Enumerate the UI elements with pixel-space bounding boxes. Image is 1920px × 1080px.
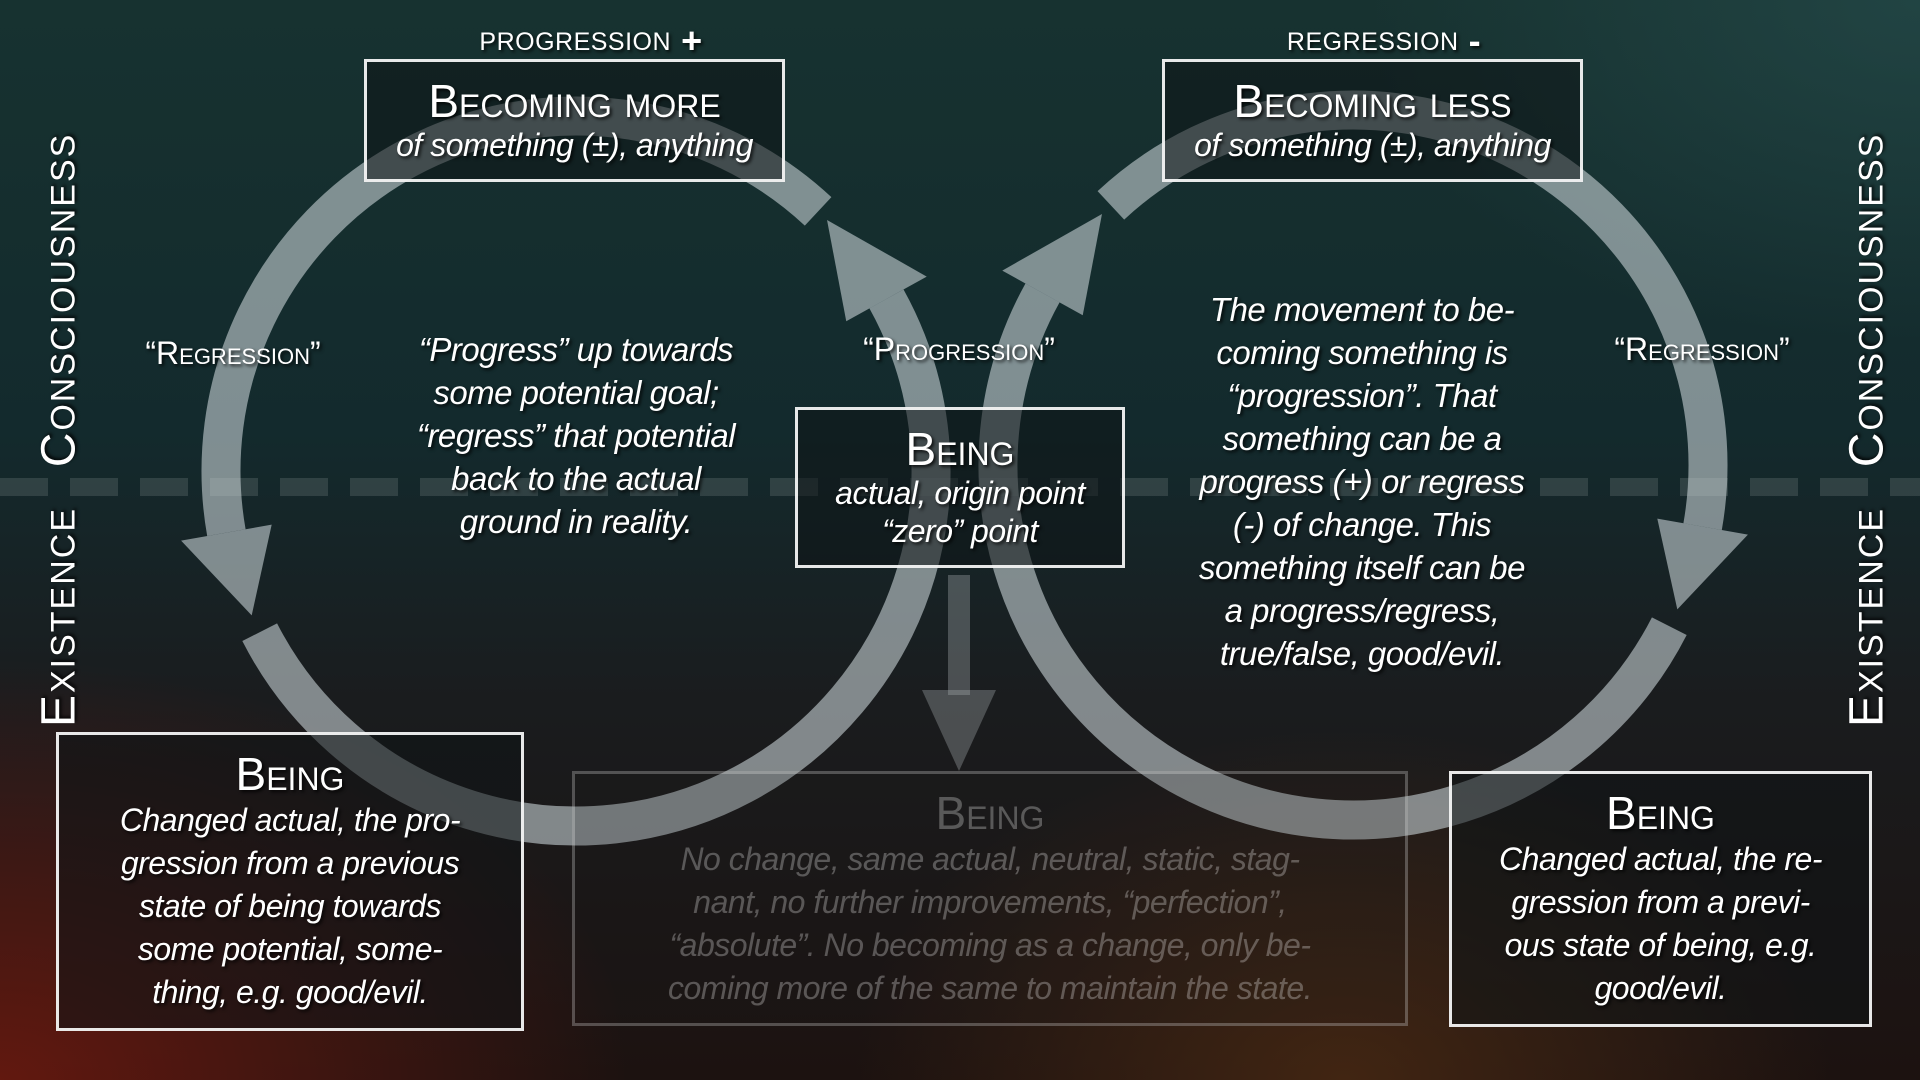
- being-origin-line2: “zero” point: [882, 513, 1038, 549]
- minus-sign: -: [1468, 20, 1482, 61]
- becoming-less-subtitle: of something (±), anything: [1194, 127, 1551, 163]
- being-regression-text: Changed actual, the re- gression from a …: [1499, 841, 1822, 1006]
- left-consciousness-label: Consciousness: [32, 132, 86, 468]
- being-static-box: Being No change, same actual, neutral, s…: [572, 771, 1408, 1026]
- right-regression-label: “Regression”: [1614, 331, 1790, 367]
- left-regression-label: “Regression”: [145, 335, 321, 371]
- being-progression-box: Being Changed actual, the pro- gression …: [56, 732, 524, 1031]
- being-origin-box: Being actual, origin point “zero” point: [795, 407, 1125, 568]
- progression-label-text: PROGRESSION: [479, 28, 672, 56]
- becoming-less-box: Becoming less of something (±), anything: [1162, 59, 1583, 182]
- regression-minus-label: REGRESSION-: [1287, 20, 1481, 62]
- right-consciousness-label: Consciousness: [1840, 132, 1894, 468]
- becoming-more-subtitle: of something (±), anything: [396, 127, 753, 163]
- left-progression-arrowhead: [827, 219, 927, 322]
- down-arrow-shaft: [948, 575, 970, 695]
- right-progression-arrowhead: [1002, 213, 1102, 316]
- progression-plus-label: PROGRESSION +: [479, 20, 702, 62]
- becoming-more-title: Becoming more: [428, 75, 721, 127]
- becoming-less-title: Becoming less: [1233, 75, 1512, 127]
- being-origin-title: Being: [905, 423, 1015, 475]
- being-regression-box: Being Changed actual, the re- gression f…: [1449, 771, 1872, 1027]
- regression-label-text: REGRESSION: [1286, 28, 1459, 56]
- being-progression-title: Being: [235, 748, 345, 800]
- becoming-more-box: Becoming more of something (±), anything: [364, 59, 785, 182]
- left-description: “Progress” up towards some potential goa…: [416, 331, 736, 540]
- being-static-title: Being: [935, 787, 1045, 839]
- right-regression-arrowhead: [1657, 518, 1748, 610]
- being-progression-text: Changed actual, the pro- gression from a…: [119, 802, 461, 1010]
- left-regression-arrowhead: [181, 524, 272, 616]
- being-static-text: No change, same actual, neutral, static,…: [668, 841, 1313, 1006]
- center-progression-label: “Progression”: [863, 331, 1055, 367]
- being-regression-title: Being: [1606, 787, 1715, 839]
- plus-sign: +: [681, 20, 703, 61]
- right-description: The movement to be- coming something is …: [1198, 291, 1526, 672]
- being-origin-line1: actual, origin point: [835, 475, 1085, 511]
- down-arrow-head: [922, 690, 996, 771]
- left-existence-label: Existence: [32, 506, 86, 728]
- right-existence-label: Existence: [1840, 506, 1894, 728]
